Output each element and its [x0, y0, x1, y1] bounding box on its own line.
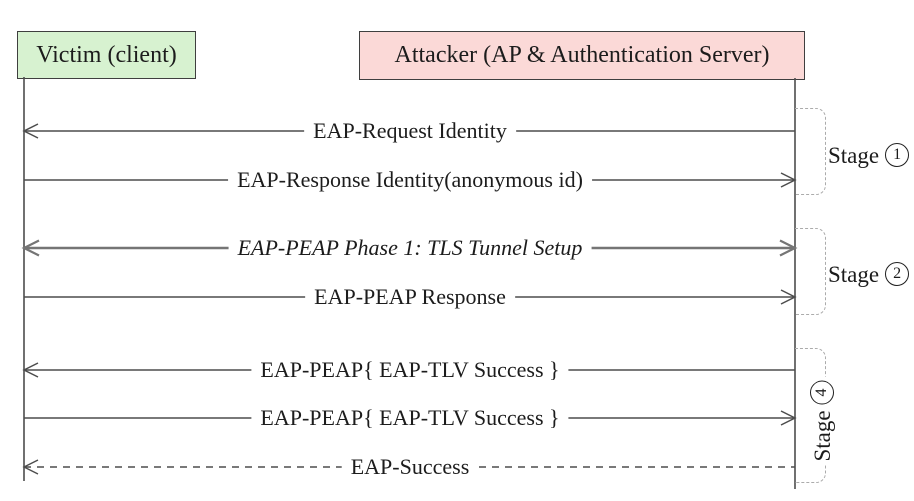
message-label-eap-peap-tlv-success-1: EAP-PEAP{ EAP-TLV Success } [251, 357, 569, 383]
stage-1-bracket [795, 108, 826, 195]
message-label-eap-peap-response: EAP-PEAP Response [305, 284, 515, 310]
actor-attacker-label: Attacker (AP & Authentication Server) [394, 42, 770, 68]
stage-2-label: Stage 2 [828, 261, 910, 287]
stage-2-word: Stage [828, 261, 880, 287]
stage-1-word: Stage [828, 142, 880, 168]
stage-2-number-circle: 2 [885, 262, 910, 286]
stage-1-number-circle: 1 [885, 143, 910, 167]
message-label-eap-peap-phase1: EAP-PEAP Phase 1: TLS Tunnel Setup [228, 235, 592, 261]
actor-victim-label: Victim (client) [36, 41, 177, 68]
stage-2-bracket [795, 228, 826, 315]
actor-attacker-box: Attacker (AP & Authentication Server) [359, 31, 805, 80]
actor-victim-box: Victim (client) [17, 31, 196, 79]
message-label-eap-peap-tlv-success-2: EAP-PEAP{ EAP-TLV Success } [251, 405, 569, 431]
stage-4-number-circle: 4 [810, 380, 834, 405]
message-label-eap-request-identity: EAP-Request Identity [304, 118, 516, 144]
stage-1-label: Stage 1 [828, 142, 910, 168]
stage-4-word: Stage [809, 410, 835, 462]
message-label-eap-success: EAP-Success [341, 454, 479, 480]
message-label-eap-response-identity: EAP-Response Identity(anonymous id) [228, 167, 592, 193]
stage-4-label: Stage 4 [809, 376, 835, 466]
